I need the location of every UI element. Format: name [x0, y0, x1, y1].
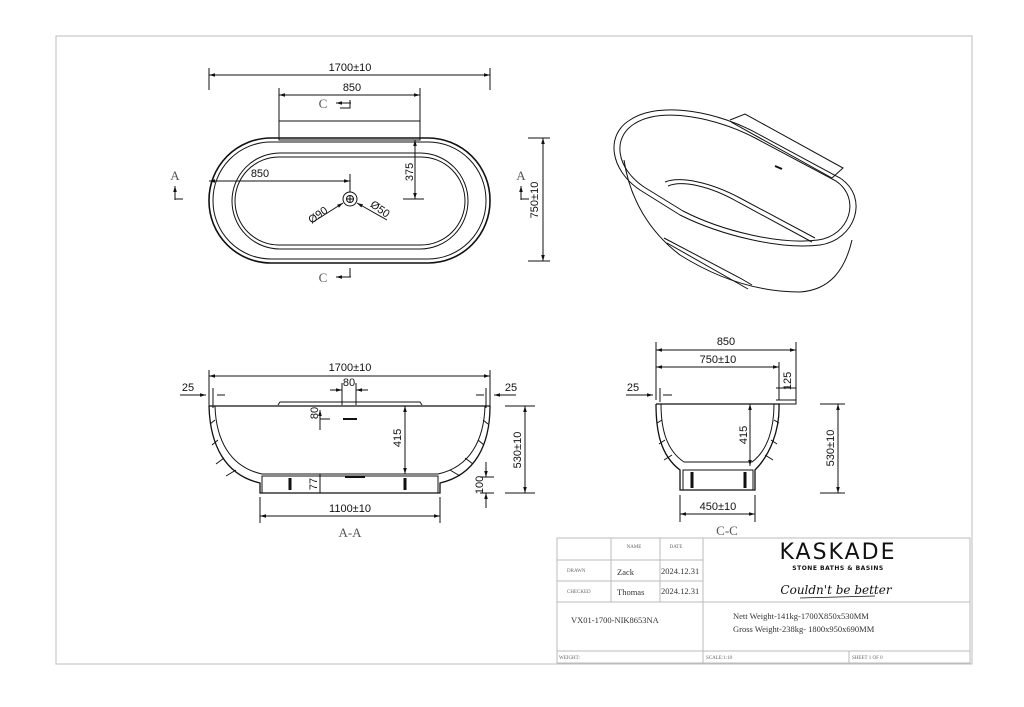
top-view	[173, 68, 550, 279]
section-a-marker-right: A	[516, 168, 526, 183]
section-c-title: C-C	[716, 523, 738, 538]
dim-c-deck: 125	[782, 372, 794, 390]
tb-checked-name: Thomas	[617, 587, 644, 597]
brand-name: KASKADE	[780, 540, 897, 565]
dim-drain-outer-dia: Ø90	[306, 205, 330, 227]
isometric-view	[613, 109, 857, 293]
dim-a-inner-depth: 415	[392, 429, 404, 447]
dim-c-wall: 25	[627, 382, 639, 394]
tb-sheet-label: SHEET 1 OF 0	[852, 656, 883, 661]
section-a-view	[180, 370, 535, 523]
dim-c-overall-width: 850	[717, 336, 735, 348]
dim-a-overall-length: 1700±10	[329, 362, 372, 374]
dim-c-inner-depth: 415	[738, 426, 750, 444]
dim-overall-length: 1700±10	[329, 62, 372, 74]
tb-drawn-date: 2024.12.31	[661, 566, 699, 576]
dim-a-wall-right: 25	[505, 382, 517, 394]
tb-header-name: NAME	[627, 545, 642, 550]
dim-c-overall-height: 530±10	[825, 430, 837, 467]
dim-a-base-length: 1100±10	[329, 503, 371, 515]
section-a-marker-left: A	[170, 168, 180, 183]
tb-drawn-label: DRAWN	[567, 569, 586, 574]
brand-logo: KASKADE STONE BATHS & BASINS Couldn't be…	[780, 540, 897, 599]
dim-a-base-height: 100	[474, 476, 486, 494]
dim-a-overall-height: 530±10	[512, 432, 524, 469]
section-c-marker-bottom: C	[319, 270, 328, 285]
brand-tagline: STONE BATHS & BASINS	[792, 565, 883, 572]
dim-c-tub-width: 750±10	[700, 354, 737, 366]
dim-a-overflow-width: 80	[343, 377, 355, 389]
tb-checked-label: CHECKED	[567, 590, 591, 595]
tb-checked-date: 2024.12.31	[661, 586, 699, 596]
dim-c-base-width: 450±10	[700, 501, 737, 513]
section-a-title: A-A	[338, 525, 362, 540]
dim-a-foot-height: 77	[308, 478, 320, 490]
tb-scale-label: SCALE:1:10	[706, 656, 733, 661]
tb-header-date: DATE	[670, 545, 683, 550]
dim-drain-inner-dia: Ø50	[368, 199, 392, 221]
brand-slogan: Couldn't be better	[780, 583, 892, 597]
title-block	[556, 537, 971, 664]
section-c-marker-top: C	[319, 96, 328, 111]
dim-deck-depth: 375	[404, 163, 416, 181]
tb-drawn-name: Zack	[617, 567, 635, 577]
tb-product-code: VX01-1700-NIK8653NA	[571, 615, 660, 625]
tb-gross-weight: Gross Weight-238kg- 1800x950x690MM	[733, 624, 875, 634]
dim-deck-width: 850	[343, 82, 361, 94]
section-c-view	[626, 342, 845, 522]
dim-overall-width: 750±10	[529, 182, 541, 219]
dim-a-wall-left: 25	[182, 382, 194, 394]
drawing-frame	[55, 35, 973, 665]
tb-weight-label: WEIGHT:	[559, 656, 580, 661]
dim-a-overflow-depth: 80	[309, 407, 321, 419]
dim-drain-offset: 850	[251, 168, 269, 180]
tb-nett-weight: Nett Weight-141kg-1700X850x530MM	[733, 611, 869, 621]
